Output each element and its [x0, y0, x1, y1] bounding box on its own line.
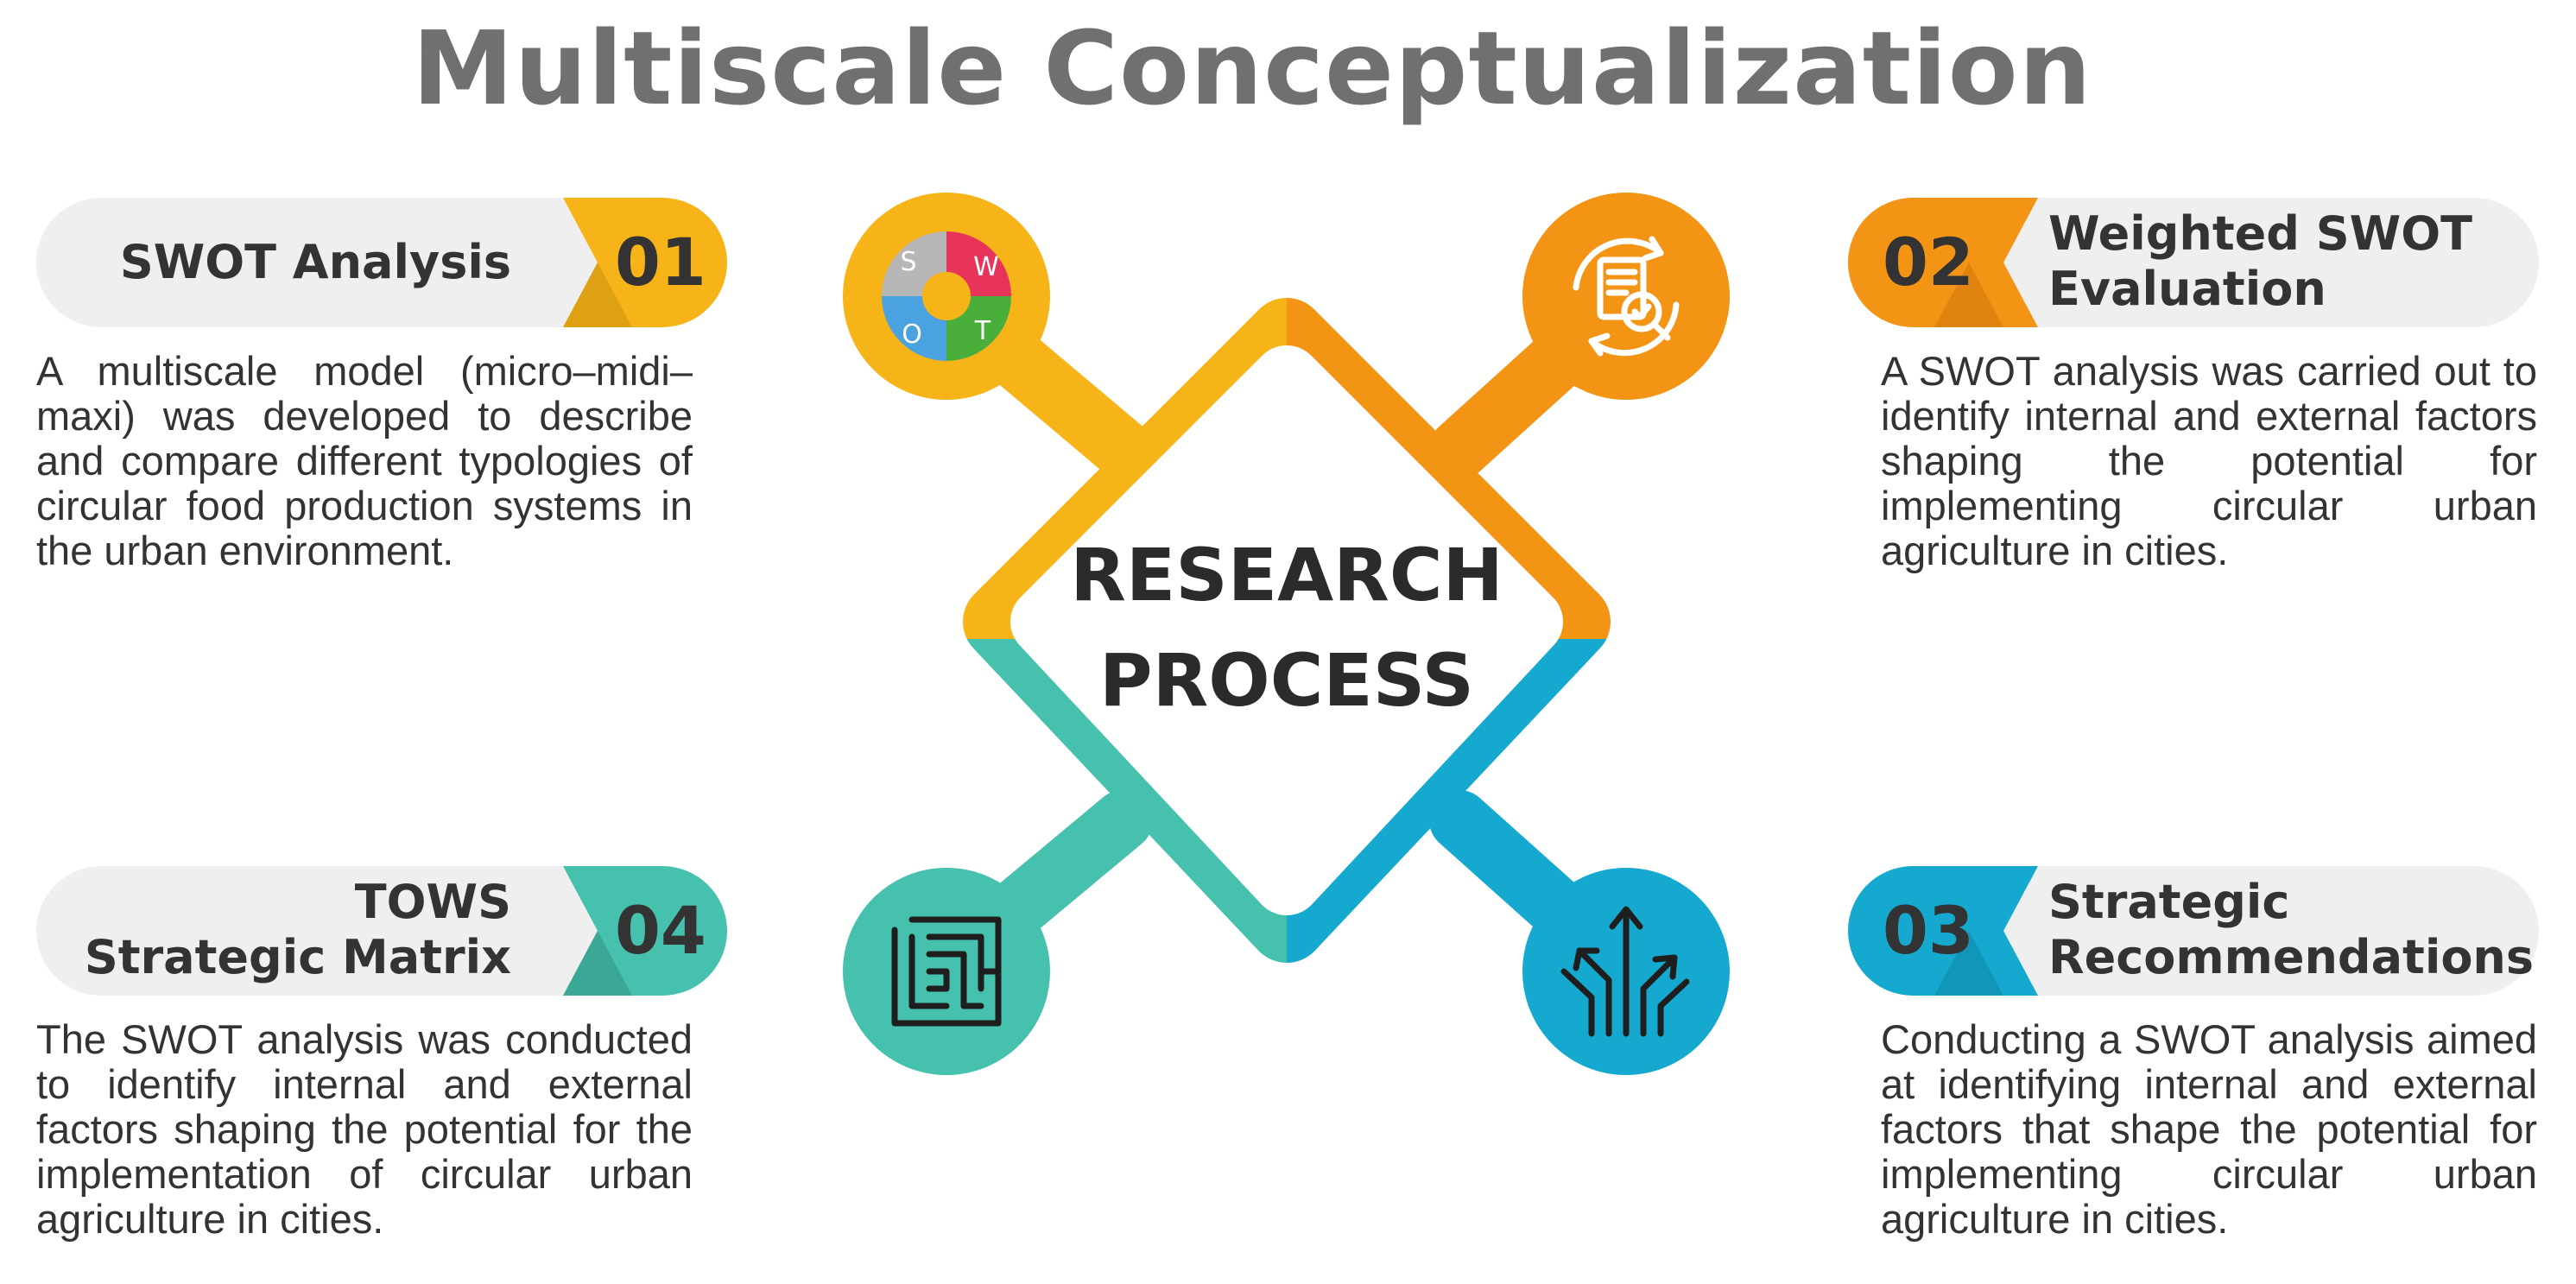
page-title: Multiscale Conceptualization [412, 9, 2092, 128]
center-line-1: RESEARCH [1070, 533, 1503, 617]
step-03-number: 03 [1883, 892, 1974, 969]
diagram-ring [916, 270, 1654, 997]
swot-letter-o: O [902, 319, 922, 350]
step-02-title: Weighted SWOT Evaluation [2048, 206, 2472, 317]
step-03-description: Conducting a SWOT analysis aimed at iden… [1881, 1016, 2537, 1242]
step-04-title: TOWS Strategic Matrix [85, 875, 511, 985]
step-04-title-line-2: Strategic Matrix [84, 930, 511, 984]
maze-icon [891, 916, 1002, 1027]
swot-letter-w: W [973, 252, 999, 282]
step-03-title-line-2: Recommendations [2048, 930, 2535, 984]
circle-step-02 [1522, 193, 1730, 400]
step-04-description: The SWOT analysis was conducted to ident… [36, 1016, 693, 1242]
step-01-number: 01 [615, 224, 706, 300]
step-02-description: A SWOT analysis was carried out to ident… [1881, 348, 2537, 573]
swot-cycle-icon: S W O T [882, 231, 1011, 361]
step-02-title-line-1: Weighted SWOT [2048, 206, 2472, 261]
step-02-number: 02 [1883, 224, 1974, 300]
step-01-number-tab [563, 198, 727, 327]
diverging-arrows-icon [1560, 906, 1690, 1037]
step-03-title-line-1: Strategic [2048, 875, 2290, 929]
step-04-title-line-1: TOWS [354, 875, 511, 929]
swot-letter-t: T [974, 316, 991, 346]
step-04-number-tab [563, 866, 727, 996]
step-02-title-line-2: Evaluation [2048, 262, 2326, 316]
step-01-header: SWOT Analysis 01 [36, 198, 727, 327]
step-01-title: SWOT Analysis [120, 235, 511, 290]
step-02-header: 02 Weighted SWOT Evaluation [1848, 198, 2539, 327]
document-search-icon [1573, 236, 1680, 357]
swot-letter-s: S [900, 247, 916, 277]
step-03-title: Strategic Recommendations [2048, 875, 2534, 985]
step-04-header: TOWS Strategic Matrix 04 [36, 866, 727, 996]
step-04-number: 04 [615, 892, 706, 969]
center-line-2: PROCESS [1099, 638, 1474, 723]
step-01-title-line: SWOT Analysis [119, 235, 511, 289]
step-02-number-tab [1848, 198, 2038, 327]
research-process-label: RESEARCH PROCESS [1028, 522, 1546, 733]
step-03-header: 03 Strategic Recommendations [1848, 866, 2539, 996]
step-03-number-tab [1848, 866, 2038, 996]
step-01-description: A multiscale model (micro–midi–maxi) was… [36, 348, 693, 573]
